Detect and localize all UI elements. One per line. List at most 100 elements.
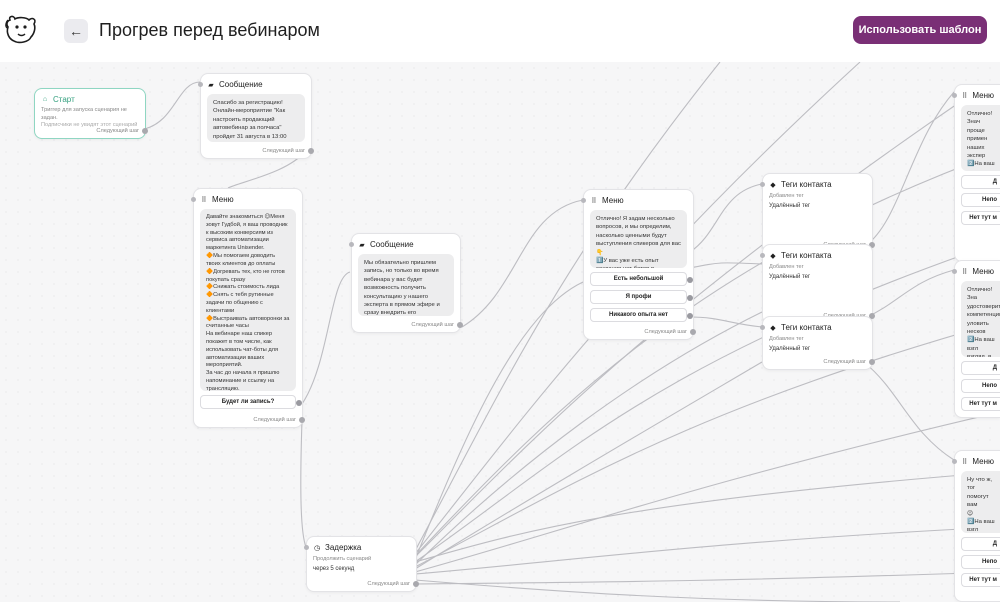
menu-option-button[interactable]: Д xyxy=(961,361,1000,375)
output-port[interactable] xyxy=(869,313,875,319)
input-port[interactable] xyxy=(349,242,354,247)
menu-grid-icon: ⠿ xyxy=(962,268,968,276)
visibility-note: Подписчики не увидят этот сценарий xyxy=(41,122,138,129)
menu-text: Отлично! Зна удостоверит компетенции уло… xyxy=(961,281,1000,357)
top-bar: ← Прогрев перед вебинаром Использовать ш… xyxy=(0,0,1000,62)
menu-grid-icon: ⠿ xyxy=(201,196,207,204)
menu-option-button[interactable]: Д xyxy=(961,537,1000,551)
contact-tags-node[interactable]: ◆Теги контакта Добавлен тег Удалённый те… xyxy=(760,173,875,253)
menu-option-button[interactable]: Непо xyxy=(961,193,1000,207)
message-icon: ▰ xyxy=(208,81,214,89)
tag-icon: ◆ xyxy=(770,324,776,332)
option-label: Непо xyxy=(982,559,997,565)
input-port[interactable] xyxy=(760,182,765,187)
menu-text: Отлично! Знач проще примен наших экспер … xyxy=(961,105,1000,171)
message-text: Мы обязательно пришлем запись, но только… xyxy=(358,254,454,316)
use-template-button[interactable]: Использовать шаблон xyxy=(853,16,987,44)
menu-option-button[interactable]: Непо xyxy=(961,555,1000,569)
input-port[interactable] xyxy=(581,198,586,203)
removed-tag-value: Удалённый тег xyxy=(769,273,811,280)
next-step-label: Следующий шаг xyxy=(253,417,296,423)
node-title: Сообщение xyxy=(219,80,263,89)
option-label: Д xyxy=(992,179,997,185)
option-port[interactable] xyxy=(687,294,693,301)
option-label: Я профи xyxy=(625,294,652,300)
page-title: Прогрев перед вебинаром xyxy=(99,20,320,40)
node-title: Меню xyxy=(972,91,994,100)
option-port[interactable] xyxy=(687,312,693,319)
back-button[interactable]: ← xyxy=(64,19,88,43)
node-title: Старт xyxy=(53,95,75,104)
output-port[interactable] xyxy=(142,128,148,134)
option-port[interactable] xyxy=(296,399,302,406)
menu-option-button[interactable]: Есть небольшой xyxy=(590,272,693,286)
removed-tag-value: Удалённый тег xyxy=(769,202,811,209)
input-port[interactable] xyxy=(191,197,196,202)
next-step-label: Следующий шаг xyxy=(96,128,139,134)
next-step-label: Следующий шаг xyxy=(367,581,410,587)
node-title: Меню xyxy=(602,196,624,205)
next-step-label: Следующий шаг xyxy=(644,329,687,335)
option-label: Нет тут м xyxy=(969,215,997,221)
menu-option-button[interactable]: Непо xyxy=(961,379,1000,393)
contact-tags-node[interactable]: ◆Теги контакта Добавлен тег Удалённый те… xyxy=(760,316,875,370)
option-port[interactable] xyxy=(687,276,693,283)
clock-icon: ◷ xyxy=(313,544,321,552)
added-tag-label: Добавлен тег xyxy=(769,336,804,342)
menu-option-button[interactable]: Нет тут м xyxy=(961,397,1000,411)
option-label: Непо xyxy=(982,197,997,203)
delay-node[interactable]: ◷Задержка Продолжить сценарий через 5 се… xyxy=(304,536,419,592)
option-label: Нет тут м xyxy=(969,401,997,407)
input-port[interactable] xyxy=(760,325,765,330)
option-label: Д xyxy=(992,541,997,547)
menu-node[interactable]: ⠿Меню Отлично! Знач проще примен наших э… xyxy=(952,84,1000,262)
output-port[interactable] xyxy=(690,329,696,335)
tag-icon: ◆ xyxy=(770,252,776,260)
next-step-label: Следующий шаг xyxy=(823,359,866,365)
goodboy-dog-logo-icon[interactable] xyxy=(4,14,38,46)
option-label: Никакого опыта нет xyxy=(609,312,668,318)
menu-node[interactable]: ⠿ Меню Отлично! Я задам несколько вопросо… xyxy=(581,189,696,340)
menu-option-button[interactable]: Будет ли запись? xyxy=(200,395,302,409)
menu-text: Ну что ж, тог помогут вам 😉 2️⃣На ваш вз… xyxy=(961,471,1000,533)
menu-node[interactable]: ⠿Меню Давайте знакомиться 😉Меня зовут Гу… xyxy=(191,188,305,428)
option-label: Нет тут м xyxy=(969,577,997,583)
message-text: Спасибо за регистрацию! Онлайн-мероприят… xyxy=(207,94,305,142)
node-title: Сообщение xyxy=(370,240,414,249)
next-step-label: Следующий шаг xyxy=(411,322,454,328)
trigger-note: Триггер для запуска сценария не задан. xyxy=(41,107,127,121)
menu-option-button[interactable]: Д xyxy=(961,175,1000,189)
contact-tags-node[interactable]: ◆Теги контакта Добавлен тег Удалённый те… xyxy=(760,244,875,324)
option-label: Будет ли запись? xyxy=(221,399,275,405)
output-port[interactable] xyxy=(869,242,875,248)
node-title: Теги контакта xyxy=(781,180,832,189)
input-port[interactable] xyxy=(304,545,309,550)
output-port[interactable] xyxy=(869,359,875,365)
flow-canvas[interactable]: ⌂ Старт Триггер для запуска сценария не з… xyxy=(0,62,1000,602)
added-tag-label: Добавлен тег xyxy=(769,193,804,199)
start-node[interactable]: ⌂ Старт Триггер для запуска сценария не з… xyxy=(34,88,148,139)
input-port[interactable] xyxy=(952,269,957,274)
delay-value: через 5 секунд xyxy=(313,565,355,572)
input-port[interactable] xyxy=(952,459,957,464)
menu-grid-icon: ⠿ xyxy=(591,197,597,205)
menu-option-button[interactable]: Нет тут м xyxy=(961,211,1000,225)
input-port[interactable] xyxy=(198,82,203,87)
input-port[interactable] xyxy=(760,253,765,258)
menu-option-button[interactable]: Я профи xyxy=(590,290,693,304)
output-port[interactable] xyxy=(457,322,463,328)
menu-option-button[interactable]: Никакого опыта нет xyxy=(590,308,693,322)
output-port[interactable] xyxy=(299,417,305,423)
message-node[interactable]: ▰Сообщение Мы обязательно пришлем запись… xyxy=(349,233,463,333)
message-node[interactable]: ▰ Сообщение Спасибо за регистрацию! Онлай… xyxy=(198,73,314,159)
output-port[interactable] xyxy=(413,581,419,587)
menu-option-button[interactable]: Нет тут м xyxy=(961,573,1000,587)
menu-text: Отлично! Я задам несколько вопросов, и м… xyxy=(590,210,687,268)
output-port[interactable] xyxy=(308,148,314,154)
next-step-label: Следующий шаг xyxy=(262,148,305,154)
menu-node[interactable]: ⠿Меню Ну что ж, тог помогут вам 😉 2️⃣На … xyxy=(952,450,1000,602)
home-icon: ⌂ xyxy=(42,96,48,103)
menu-node[interactable]: ⠿Меню Отлично! Зна удостоверит компетенц… xyxy=(952,260,1000,418)
node-title: Меню xyxy=(972,457,994,466)
input-port[interactable] xyxy=(952,93,957,98)
